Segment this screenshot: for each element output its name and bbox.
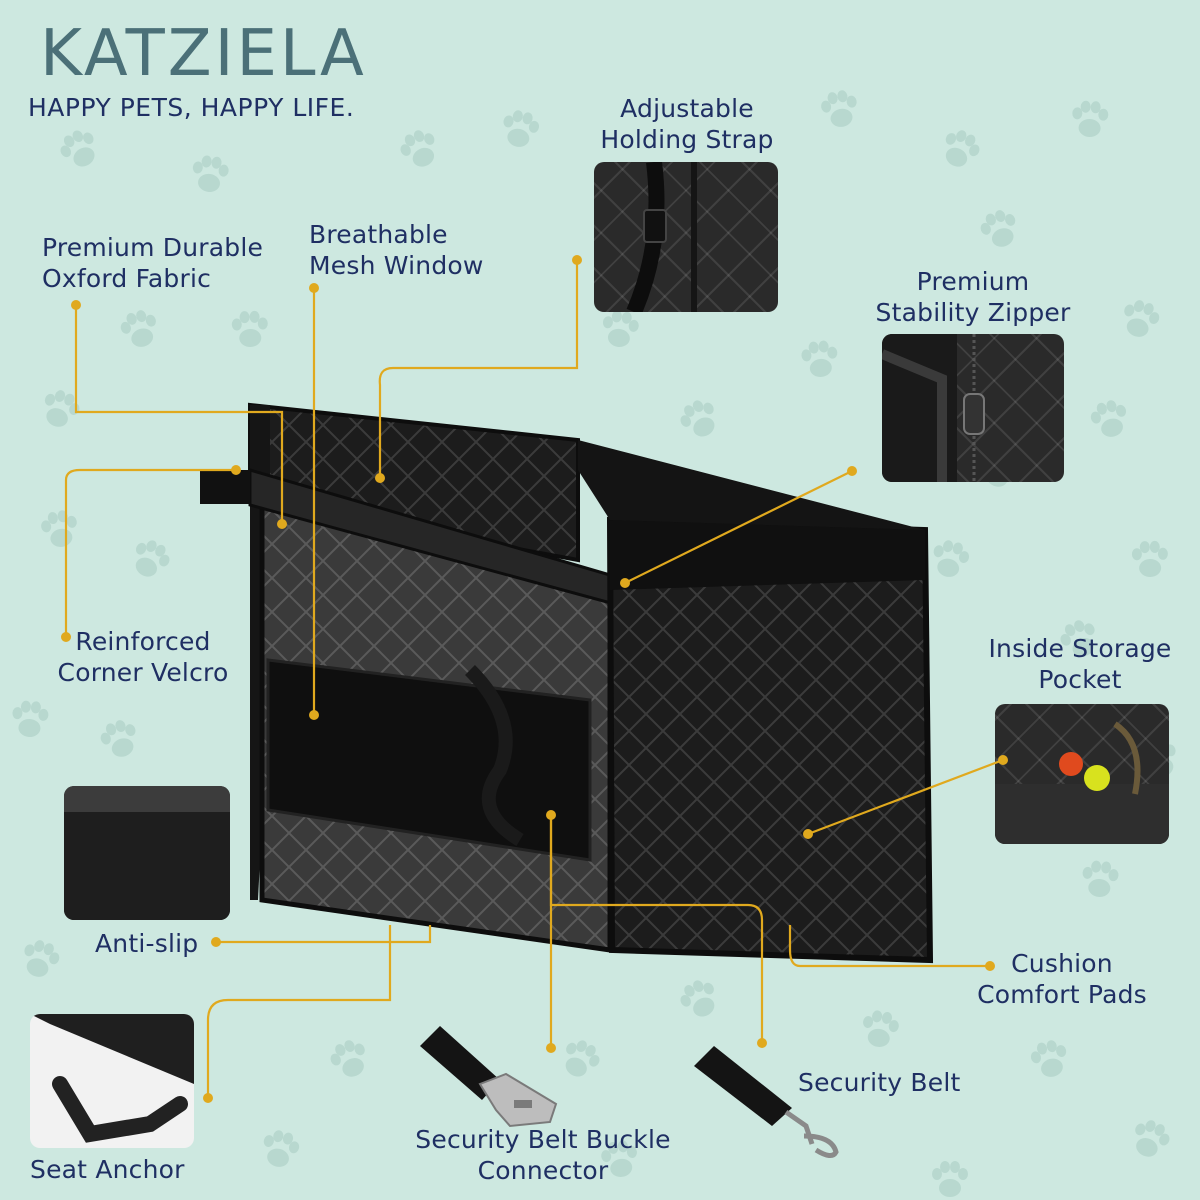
paw-print-icon <box>263 1130 300 1167</box>
paw-print-icon <box>863 1010 899 1047</box>
paw-print-icon <box>1030 1040 1067 1077</box>
leader-seat-anchor <box>206 925 392 1098</box>
stability-zipper-photo <box>882 334 1064 482</box>
paw-print-icon <box>1072 100 1109 137</box>
anti-slip-photo <box>64 786 230 920</box>
strap-buckle-icon <box>626 162 697 312</box>
anti-slip-texture-icon <box>64 786 230 920</box>
paw-print-icon <box>602 310 639 347</box>
paw-print-icon <box>231 310 268 347</box>
paw-print-icon <box>1135 1120 1170 1157</box>
label-seat-anchor: Seat Anchor <box>30 1155 185 1184</box>
leader-stability-zipper <box>624 470 853 584</box>
paw-print-icon <box>120 310 156 347</box>
paw-print-icon <box>1131 540 1168 577</box>
paw-print-icon <box>945 130 980 167</box>
paw-print-icon <box>933 540 970 577</box>
zipper-icon <box>882 334 985 482</box>
paw-print-icon <box>1060 620 1095 657</box>
label-security-belt: Security Belt <box>798 1068 961 1097</box>
leader-cushion-pads <box>788 925 990 968</box>
paw-print-icon <box>192 155 229 192</box>
paw-print-icon <box>680 980 715 1017</box>
paw-print-icon <box>801 340 838 377</box>
paw-print-icon <box>400 130 435 167</box>
paw-print-icon <box>135 540 170 577</box>
paw-print-icon <box>100 720 136 757</box>
leader-holding-strap <box>378 260 579 478</box>
leader-corner-velcro <box>64 468 236 637</box>
brand-logo: KATZIELA <box>40 17 367 91</box>
leader-premium-fabric <box>74 305 284 524</box>
paw-print-icon <box>601 1140 637 1177</box>
holding-strap-photo <box>594 162 778 312</box>
paw-print-icon <box>330 1040 365 1077</box>
leader-security-belt <box>549 815 764 1043</box>
security-belt-clip-icon <box>694 1046 839 1158</box>
paw-print-icon <box>565 1040 600 1077</box>
paw-print-icon <box>1090 400 1127 437</box>
paw-print-icon <box>680 400 715 437</box>
label-anti-slip: Anti-slip <box>95 929 199 958</box>
paw-print-icon <box>12 700 49 737</box>
seat-anchor-photo <box>30 1014 194 1148</box>
paw-print-icon <box>932 1161 968 1197</box>
paw-print-icon <box>24 940 60 977</box>
leader-anti-slip <box>216 925 432 944</box>
paw-print-icon <box>60 130 95 167</box>
paw-print-icon <box>980 210 1016 247</box>
paw-print-icon <box>1124 300 1160 337</box>
paw-print-icon <box>821 90 857 127</box>
paw-print-icon <box>1082 860 1119 897</box>
storage-pocket-photo <box>995 704 1169 844</box>
seat-anchor-handle-icon <box>30 1014 194 1143</box>
belt-buckle-connector-icon <box>420 1026 558 1128</box>
leader-storage-pocket <box>807 758 1004 836</box>
paw-print-icon <box>503 110 540 147</box>
storage-pocket-balls-icon <box>995 721 1169 844</box>
brand-tagline: HAPPY PETS, HAPPY LIFE. <box>28 93 355 122</box>
